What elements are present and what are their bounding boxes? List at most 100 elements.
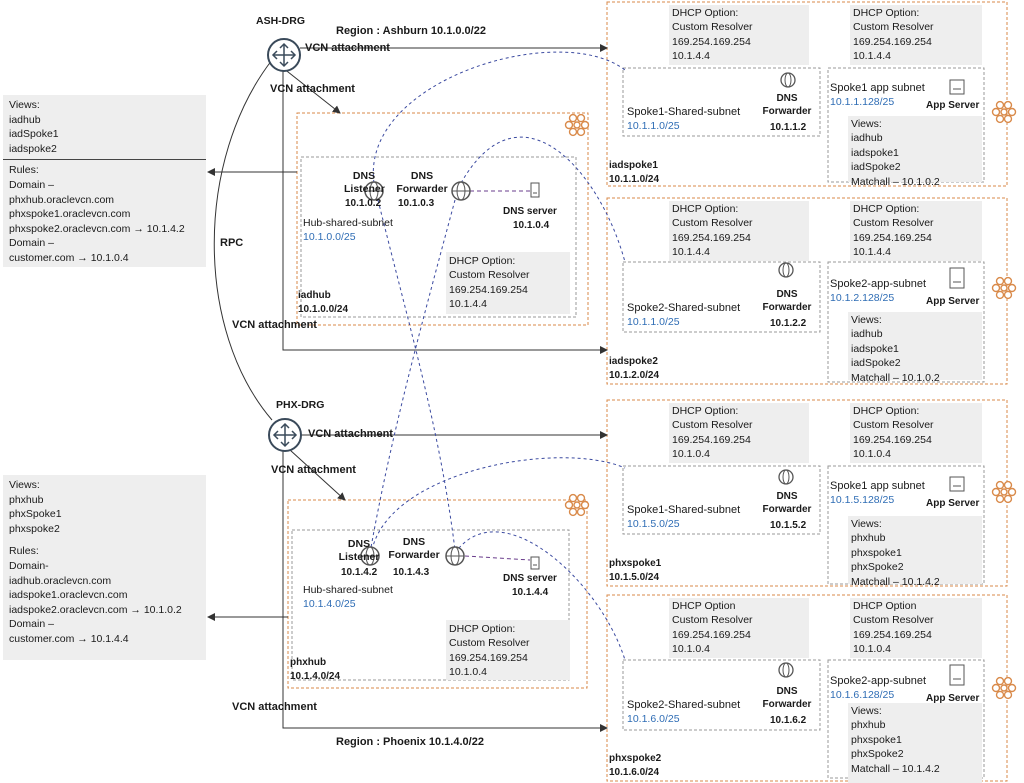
iadspoke2-view-line: iadspoke1 <box>851 342 899 355</box>
phx-dns-server-ip: 10.1.4.4 <box>512 587 549 598</box>
phxspoke1-vcn-name: phxspoke1 <box>609 558 662 569</box>
phxspoke1-view-line: Views: <box>851 518 882 530</box>
phxspoke1-view-line: phxspoke1 <box>851 546 902 559</box>
iadhub-dhcp-line: 169.254.169.254 <box>449 283 528 296</box>
phx-forwarder-label: DNS Forwarder <box>388 536 440 561</box>
iadspoke2-view-line: Matchall – 10.1.0.2 <box>851 371 940 384</box>
iadspoke1-dhcp1-line: DHCP Option: <box>672 7 739 19</box>
phx-drg-to-hub-line <box>289 449 346 501</box>
phxspoke1-view-line: phxSpoke2 <box>851 561 904 574</box>
phx-rule-line: Rules: <box>9 545 39 558</box>
iadspoke2-shared-subnet-name: Spoke2-Shared-subnet <box>627 302 741 314</box>
rpc-curve <box>213 59 273 421</box>
phxspoke2-dhcp1-line: DHCP Option <box>672 600 736 612</box>
phx-listener-ip: 10.1.4.2 <box>341 567 378 578</box>
phxspoke2-view-line: phxSpoke2 <box>851 748 904 761</box>
iadspoke2-dhcp1-line: 10.1.4.4 <box>672 246 710 259</box>
iadspoke2-app-subnet-name: Spoke2-app-subnet <box>830 278 927 290</box>
iadspoke1-forwarder-icon <box>780 72 796 88</box>
iadspoke1-dhcp1-line: 10.1.4.4 <box>672 50 710 63</box>
iadspoke1-dhcp1-line: 169.254.169.254 <box>672 35 751 48</box>
ash-drg-to-spoke2-line <box>282 68 608 354</box>
ash-drg-to-hub-line <box>282 67 341 114</box>
iadhub-dhcp-line: DHCP Option: <box>449 255 516 267</box>
phxspoke2-shared-subnet-cidr: 10.1.6.0/25 <box>627 713 680 725</box>
phxspoke1-view-line: phxhub <box>851 532 886 545</box>
iadspoke1-vcn-cidr: 10.1.1.0/24 <box>609 174 660 185</box>
iadhub-vcn-border <box>296 112 589 326</box>
phx-view-line: Views: <box>9 479 40 491</box>
vcn-icon <box>991 676 1017 700</box>
phx-vcn-attachment-label-1: VCN attachment <box>308 428 393 440</box>
phxspoke2-forwarder-ip: 10.1.6.2 <box>770 715 807 726</box>
iadspoke1-app-server-icon <box>949 79 965 95</box>
iad-forwarder-to-phx-listener-flow <box>369 199 456 554</box>
ash-rule-line: phxhub.oraclevcn.com <box>9 193 115 206</box>
iad-hub-subnet-cidr: 10.1.0.0/25 <box>303 231 356 243</box>
iadspoke2-view-line: Views: <box>851 314 882 326</box>
vcn-icon <box>991 100 1017 124</box>
iadspoke1-vcn-border <box>606 1 1008 187</box>
phx-dns-server-label: DNS server <box>503 573 557 584</box>
phxspoke1-forwarder-label: DNS Forwarder <box>762 491 812 515</box>
ash-rule-line: phxspoke1.oraclevcn.com <box>9 208 131 221</box>
iadspoke2-forwarder-ip: 10.1.2.2 <box>770 318 807 329</box>
iadspoke2-dhcp2-line: 169.254.169.254 <box>853 231 932 244</box>
phxspoke2-dhcp2-line: DHCP Option <box>853 600 917 612</box>
iadspoke2-shared-border <box>622 261 821 333</box>
phxspoke1-shared-border <box>622 465 821 535</box>
iadhub-name: iadhub <box>298 290 331 301</box>
phx-vcn-attachment-label-3: VCN attachment <box>232 701 317 713</box>
iadspoke1-forwarder-ip: 10.1.1.2 <box>770 122 807 133</box>
iadspoke2-dhcp1-line: 169.254.169.254 <box>672 231 751 244</box>
iad-dns-server-icon <box>530 182 540 198</box>
iadspoke1-shared-border <box>622 67 821 137</box>
ash-view-line: iadspoke2 <box>9 142 57 155</box>
phxspoke2-dhcp2-line: Custom Resolver <box>853 614 934 627</box>
ash-rule-line: phxspoke2.oraclevcn.com → 10.1.4.2 <box>9 222 185 235</box>
phx-spoke1-to-listener-flow <box>371 457 626 551</box>
phxhub-dhcp-line: Custom Resolver <box>449 637 530 650</box>
phxspoke1-dhcp2-line: Custom Resolver <box>853 419 934 432</box>
phx-drg-icon <box>268 418 302 452</box>
phxspoke2-app-subnet-name: Spoke2-app-subnet <box>830 675 927 687</box>
phxspoke1-app-server-icon <box>949 476 965 492</box>
iadspoke1-vcn-name: iadspoke1 <box>609 160 658 171</box>
phxspoke1-dhcp2-line: DHCP Option: <box>853 405 920 417</box>
phxspoke2-view-line: phxspoke1 <box>851 733 902 746</box>
vcn-icons <box>564 100 1017 700</box>
phxspoke2-dhcp2-line: 10.1.0.4 <box>853 643 891 656</box>
phx-hub-subnet-cidr: 10.1.4.0/25 <box>303 598 356 610</box>
phxspoke1-shared-subnet-name: Spoke1-Shared-subnet <box>627 504 741 516</box>
phxspoke1-dhcp1-line: Custom Resolver <box>672 419 753 432</box>
iadhub-dhcp-line: Custom Resolver <box>449 269 530 282</box>
phxspoke1-shared-subnet-cidr: 10.1.5.0/25 <box>627 518 680 530</box>
iadspoke1-app-server-label: App Server <box>926 100 980 111</box>
iad-listener-icon <box>364 181 384 201</box>
iad-listener-to-phx-forwarder-flow <box>377 199 456 551</box>
phx-listener-icon <box>360 546 380 566</box>
iadspoke2-app-server-label: App Server <box>926 296 980 307</box>
ash-vcn-attachment-label-2: VCN attachment <box>270 83 355 95</box>
iadspoke1-app-subnet-name: Spoke1 app subnet <box>830 82 925 94</box>
iadspoke2-vcn-cidr: 10.1.2.0/24 <box>609 370 660 381</box>
iadspoke1-view-line: iadspoke1 <box>851 146 899 159</box>
iadspoke1-dhcp1-line: Custom Resolver <box>672 21 753 34</box>
iadspoke2-view-line: iadhub <box>851 328 883 341</box>
phx-spoke2-to-forwarder-flow <box>454 531 626 661</box>
vcn-icon <box>564 113 590 137</box>
iad-spoke2-to-forwarder-flow <box>460 136 626 263</box>
ash-rule-line: Rules: <box>9 164 39 177</box>
iad-dns-server-ip: 10.1.0.4 <box>513 220 550 231</box>
phxhub-dhcp-line: 169.254.169.254 <box>449 651 528 664</box>
iadhub-dhcp-line: 10.1.4.4 <box>449 298 487 311</box>
phxspoke1-dhcp1-line: 169.254.169.254 <box>672 433 751 446</box>
phx-rule-line: customer.com → 10.1.4.4 <box>9 632 129 645</box>
